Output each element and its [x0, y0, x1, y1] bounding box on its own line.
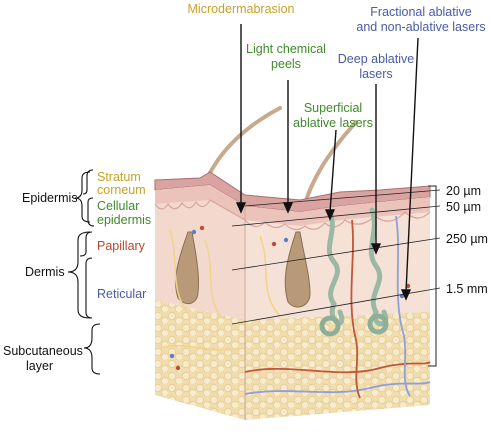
- label-dermis: Dermis: [25, 265, 65, 279]
- sweat-glands: [319, 207, 389, 337]
- label-reticular: Reticular: [97, 287, 146, 301]
- layer-braces: [67, 169, 101, 375]
- treatment-labels: Microdermabrasion Light chemical peels S…: [188, 2, 486, 130]
- label-epidermis: Epidermis: [22, 191, 78, 205]
- label-subcutaneous-2: layer: [26, 359, 53, 373]
- depth-labels: 20 µm 50 µm 250 µm 1.5 mm: [446, 184, 488, 296]
- label-cellular-1: Cellular: [97, 199, 139, 213]
- label-light-peels-1: Light chemical: [246, 42, 326, 56]
- label-superficial-1: Superficial: [304, 101, 362, 115]
- blood-vessels: [244, 215, 431, 399]
- depth-20um: 20 µm: [446, 184, 481, 198]
- subcutaneous-fat-side: [245, 312, 430, 420]
- label-deep-2: lasers: [359, 67, 392, 81]
- label-subcutaneous-1: Subcutaneous: [3, 344, 83, 358]
- epidermis-band: [155, 185, 430, 226]
- label-stratum-1: Stratum: [97, 170, 141, 184]
- depth-1-5mm: 1.5 mm: [446, 282, 488, 296]
- nerve-fibers: [159, 229, 281, 352]
- treatment-arrows: [235, 24, 419, 301]
- label-stratum-2: corneum: [97, 183, 146, 197]
- label-papillary: Papillary: [97, 239, 146, 253]
- label-microdermabrasion: Microdermabrasion: [188, 2, 295, 16]
- hair-follicles: [175, 231, 311, 308]
- label-cellular-2: epidermis: [97, 213, 151, 227]
- label-superficial-2: ablative lasers: [293, 116, 373, 130]
- depth-bracket: [428, 185, 437, 367]
- subcutaneous-fat: [155, 300, 245, 420]
- label-deep-1: Deep ablative: [338, 52, 414, 66]
- label-light-peels-2: peels: [271, 57, 301, 71]
- layer-labels: Epidermis Stratum corneum Cellular epide…: [3, 170, 151, 373]
- label-fractional-2: and non-ablative lasers: [356, 20, 485, 34]
- depth-50um: 50 µm: [446, 200, 481, 214]
- label-fractional-1: Fractional ablative: [370, 5, 471, 19]
- depth-250um: 250 µm: [446, 232, 488, 246]
